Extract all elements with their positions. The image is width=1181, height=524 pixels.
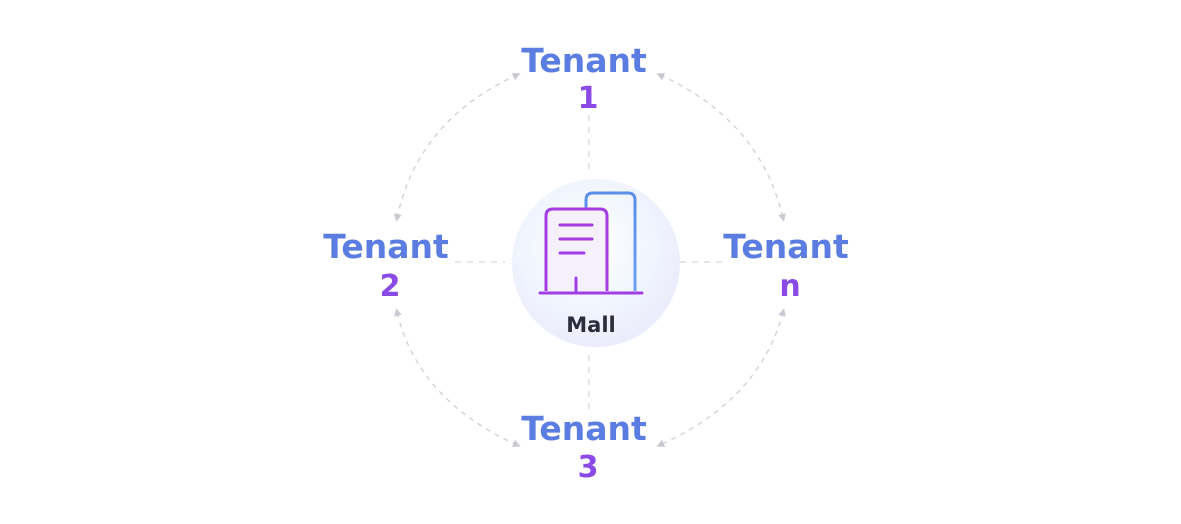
tenant-3-id: 3 <box>578 450 599 485</box>
tenant-2-id: 2 <box>380 269 401 304</box>
tenant-1-name: Tenant <box>521 41 647 80</box>
tenant-n-id: n <box>779 269 800 304</box>
tenant-3-name: Tenant <box>521 409 647 448</box>
mall-hub: Mall <box>512 179 680 347</box>
hub-spokes <box>455 115 728 410</box>
tenant-node-n: Tenant n <box>723 227 849 304</box>
arc-tenant2-tenant1 <box>394 73 521 222</box>
hub-label: Mall <box>566 313 615 337</box>
tenant-node-1: Tenant 1 <box>521 41 647 116</box>
building-icon <box>538 191 644 295</box>
arc-tenant3-tenant2 <box>394 308 521 447</box>
tenant-1-id: 1 <box>578 81 599 116</box>
tenant-node-2: Tenant 2 <box>323 227 449 304</box>
tenant-node-3: Tenant 3 <box>521 409 647 485</box>
connection-arcs <box>394 73 786 447</box>
arc-tenantn-tenant3 <box>656 308 786 447</box>
tenant-n-name: Tenant <box>723 227 849 266</box>
tenant-2-name: Tenant <box>323 227 449 266</box>
arc-tenant1-tenantn <box>656 73 786 222</box>
